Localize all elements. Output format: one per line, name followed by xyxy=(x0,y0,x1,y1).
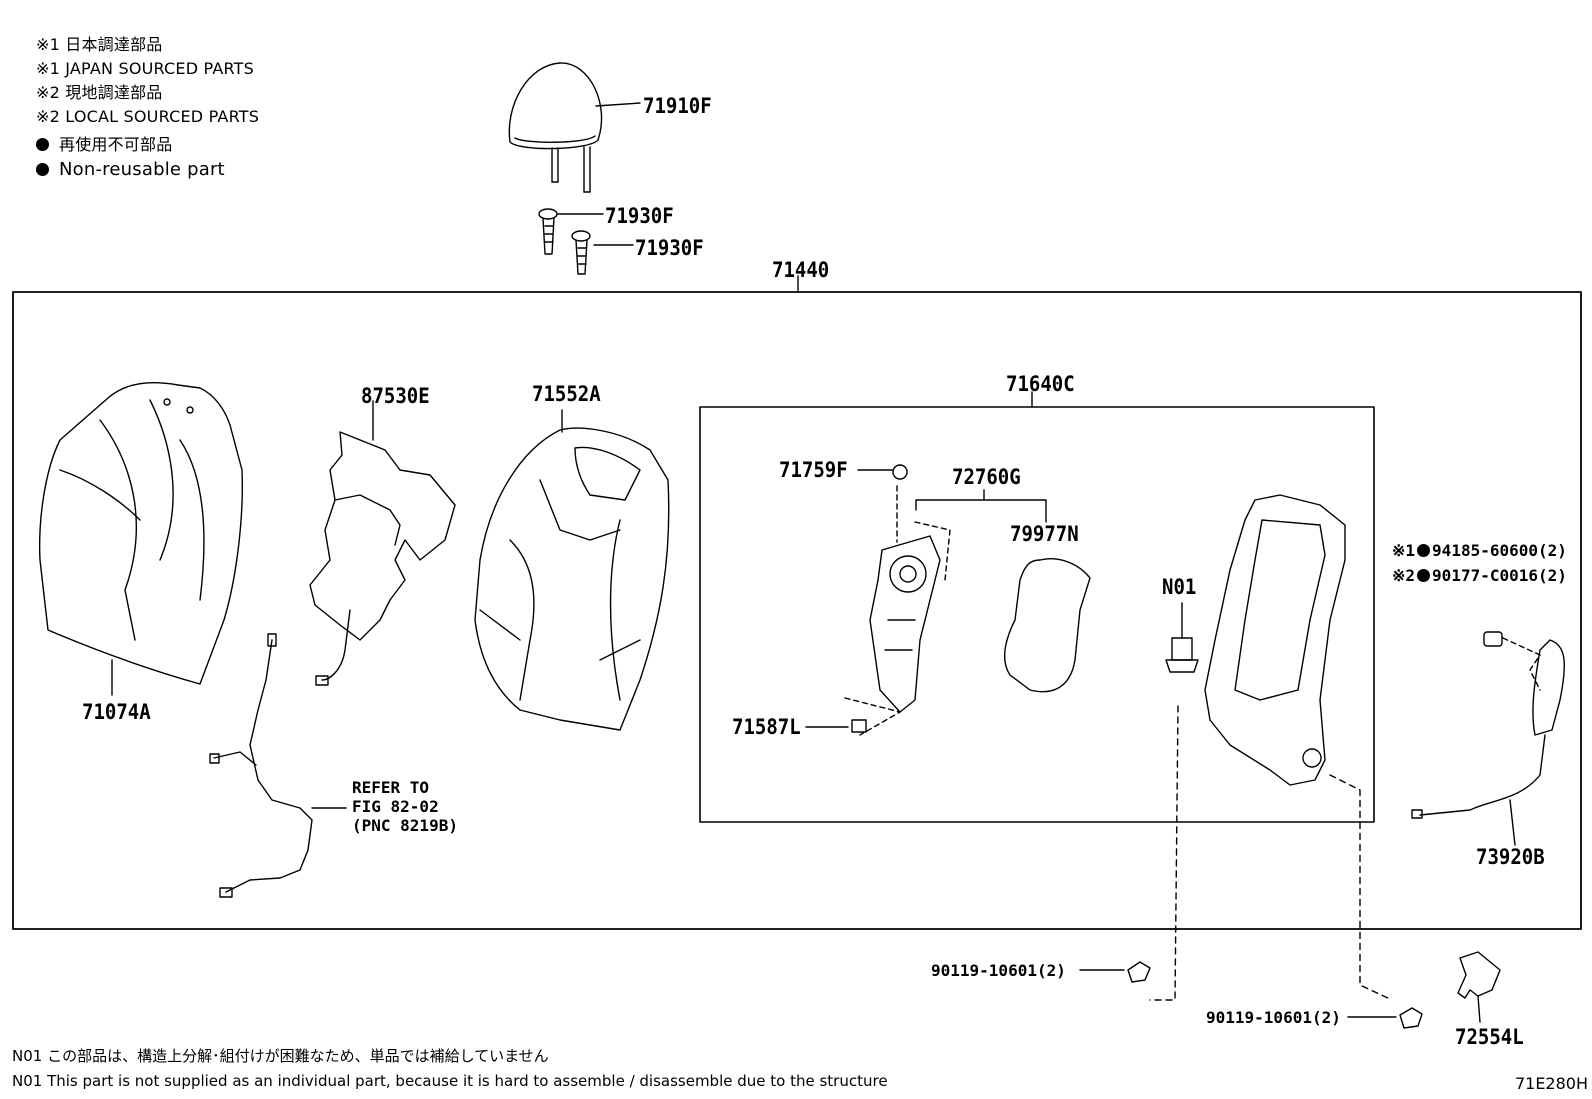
lock-drawing xyxy=(1457,951,1501,1023)
label-71587l: 71587L xyxy=(732,715,801,740)
legend-japan-en: ※1 JAPAN SOURCED PARTS xyxy=(36,59,255,78)
seatback-cover-drawing xyxy=(38,382,243,696)
seatback-pad-drawing xyxy=(474,409,670,731)
label-73920b: 73920B xyxy=(1476,845,1545,870)
bullet-icon xyxy=(36,163,49,176)
lumbar-support-drawing xyxy=(805,464,1047,736)
label-71930f-b: 71930F xyxy=(635,236,704,261)
label-71552a: 71552A xyxy=(532,382,601,407)
legend-nonreusable-jp: 再使用不可部品 xyxy=(36,135,172,155)
legend-local-jp: ※2 現地調達部品 xyxy=(36,83,163,102)
release-cable-drawing xyxy=(1411,631,1565,846)
seatback-frame-drawing xyxy=(1149,494,1393,1001)
label-71440: 71440 xyxy=(772,258,830,283)
non-reusable-icon xyxy=(1417,569,1431,582)
assembly-box-71440 xyxy=(12,291,1582,930)
wire-harness-drawing xyxy=(209,633,347,898)
legend-local-en: ※2 LOCAL SOURCED PARTS xyxy=(36,107,260,126)
label-72554l: 72554L xyxy=(1455,1025,1524,1050)
label-71930f-a: 71930F xyxy=(605,204,674,229)
legend-japan-jp: ※1 日本調達部品 xyxy=(36,35,163,54)
bullet-icon xyxy=(36,138,49,151)
refer-line-1: REFER TO xyxy=(352,778,430,797)
non-reusable-icon xyxy=(1417,544,1431,557)
refer-line-2: FIG 82-02 xyxy=(352,797,439,816)
label-71910f: 71910F xyxy=(643,94,712,119)
label-90119-10601-a: 90119-10601(2) xyxy=(931,961,1066,980)
label-71640c: 71640C xyxy=(1006,372,1075,397)
seat-heater-drawing xyxy=(309,400,456,686)
label-79977n: 79977N xyxy=(1010,522,1079,547)
label-n01: N01 xyxy=(1162,575,1197,600)
refer-line-3: (PNC 8219B) xyxy=(352,816,458,835)
legend-nonreusable-en: Non-reusable part xyxy=(36,160,225,180)
note-n01-jp: N01 この部品は、構造上分解･組付けが困難なため、単品では補給していません xyxy=(12,1047,549,1065)
headrest-support-drawing xyxy=(538,208,634,275)
n01-part-drawing xyxy=(1165,602,1199,673)
label-71074a: 71074A xyxy=(82,700,151,725)
bolt-drawings xyxy=(1079,961,1423,1029)
lumbar-pad-drawing xyxy=(1003,558,1091,693)
note-n01-en: N01 This part is not supplied as an indi… xyxy=(12,1072,888,1090)
assembly-box-71640c xyxy=(699,406,1375,823)
figure-code: 71E280H xyxy=(1514,1074,1588,1093)
headrest-drawing xyxy=(508,62,641,193)
label-71759f: 71759F xyxy=(779,458,848,483)
label-87530e: 87530E xyxy=(361,384,430,409)
label-72760g: 72760G xyxy=(952,465,1021,490)
label-90119-10601-b: 90119-10601(2) xyxy=(1206,1008,1341,1027)
